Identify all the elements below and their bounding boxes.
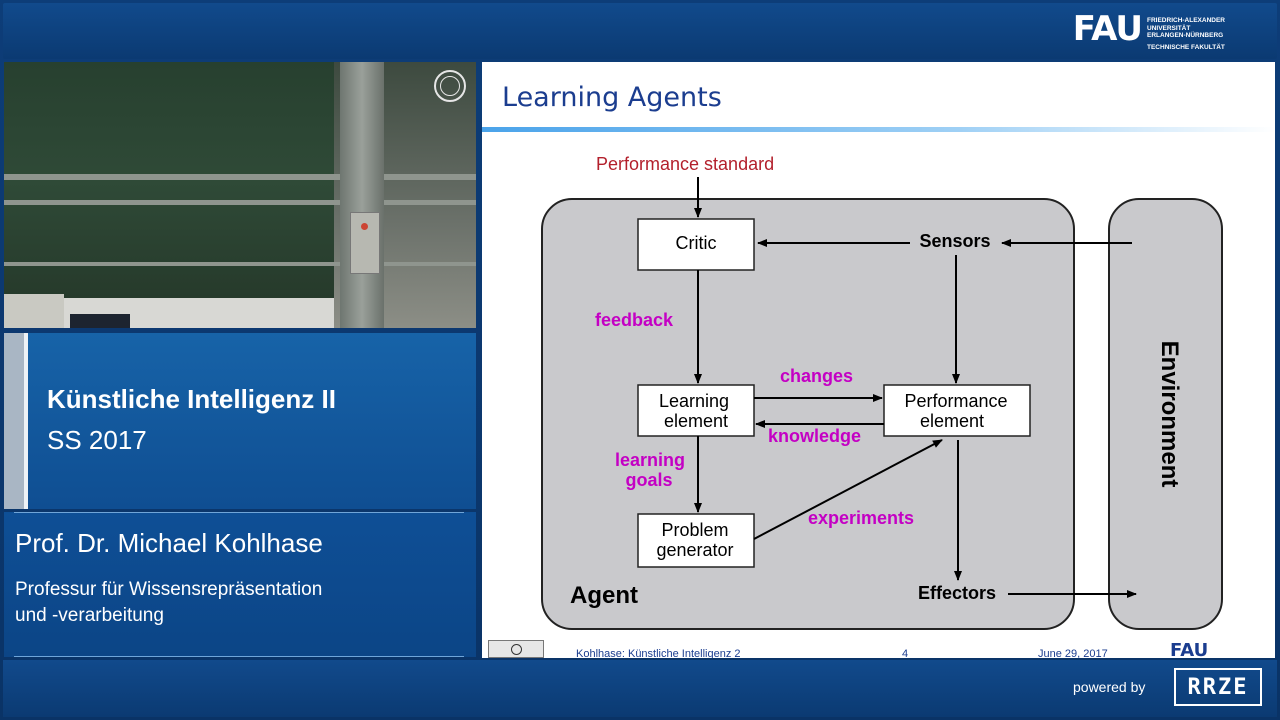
problem-generator-label-line1: Problem <box>661 520 728 540</box>
agent-label: Agent <box>570 582 638 609</box>
performance-standard-label: Performance standard <box>596 154 774 174</box>
problem-generator-box <box>637 513 755 568</box>
presenter-chair-line2: und -verarbeitung <box>15 605 164 626</box>
changes-label: changes <box>780 366 853 386</box>
slide-footer-page: 4 <box>902 648 909 658</box>
fau-logo-text: FRIEDRICH-ALEXANDER UNIVERSITÄT ERLANGEN… <box>1147 11 1225 51</box>
lecture-video[interactable] <box>4 62 476 328</box>
learning-goals-label-line2: goals <box>625 470 672 490</box>
performance-element-label-line1: Performance <box>904 391 1007 411</box>
learning-element-label-line1: Learning <box>659 391 729 411</box>
performance-element-label-line2: element <box>920 411 984 431</box>
learning-element-box <box>637 384 755 437</box>
course-panel-accent <box>4 333 28 509</box>
critic-box <box>637 218 755 271</box>
course-title: Künstliche Intelligenz II <box>47 384 336 414</box>
video-laptop <box>70 314 130 328</box>
effectors-label: Effectors <box>918 583 996 603</box>
presenter-name: Prof. Dr. Michael Kohlhase <box>15 528 323 558</box>
learning-element-label-line2: element <box>664 411 728 431</box>
video-pillar <box>340 62 384 328</box>
experiments-label: experiments <box>808 508 914 528</box>
slide-title: Learning Agents <box>502 82 722 113</box>
critic-label: Critic <box>676 233 717 253</box>
performance-element-box <box>883 384 1031 437</box>
learning-goals-label-line1: learning <box>615 450 685 470</box>
fau-logo: FAU FRIEDRICH-ALEXANDER UNIVERSITÄT ERLA… <box>1073 11 1225 51</box>
slide-title-rule <box>482 127 1275 132</box>
top-bar: FAU FRIEDRICH-ALEXANDER UNIVERSITÄT ERLA… <box>3 3 1277 59</box>
fau-logo-line2: UNIVERSITÄT <box>1147 24 1191 32</box>
bottom-bar <box>3 660 1277 717</box>
video-rail <box>4 174 476 180</box>
presenter-panel <box>4 512 476 657</box>
powered-by-label: powered by <box>1073 679 1146 695</box>
learning-agent-diagram: Performance standard Critic Sensors feed… <box>541 154 1223 630</box>
video-lamp <box>4 294 64 328</box>
environment-label: Environment <box>1156 341 1183 488</box>
university-seal-icon <box>434 70 466 102</box>
arrow-experiments <box>753 439 943 540</box>
course-panel <box>4 333 476 509</box>
video-switch-box <box>350 212 380 274</box>
feedback-label: feedback <box>595 310 674 330</box>
sensors-label: Sensors <box>919 231 990 251</box>
problem-generator-label-line2: generator <box>656 540 733 560</box>
video-rail <box>4 262 476 266</box>
knowledge-label: knowledge <box>768 426 861 446</box>
slide-footer-logo: FAU <box>1170 640 1209 658</box>
course-term: SS 2017 <box>47 425 147 455</box>
slide-footer-author: Kohlhase: Künstliche Intelligenz 2 <box>576 648 741 658</box>
creative-commons-icon <box>488 640 544 658</box>
fau-logo-line1: FRIEDRICH-ALEXANDER <box>1147 17 1225 24</box>
slide-view[interactable]: Learning Agents Performance standard Cri… <box>482 62 1275 658</box>
rrze-logo: RRZE <box>1174 668 1262 706</box>
video-rail <box>4 200 476 205</box>
slide-footer-date: June 29, 2017 <box>1038 648 1108 658</box>
environment-box <box>1108 198 1223 630</box>
fau-logo-mark: FAU <box>1072 9 1143 49</box>
fau-logo-line4: TECHNISCHE FAKULTÄT <box>1147 43 1225 51</box>
fau-logo-line3: ERLANGEN-NÜRNBERG <box>1147 32 1224 39</box>
presenter-chair-line1: Professur für Wissensrepräsentation <box>15 579 323 600</box>
